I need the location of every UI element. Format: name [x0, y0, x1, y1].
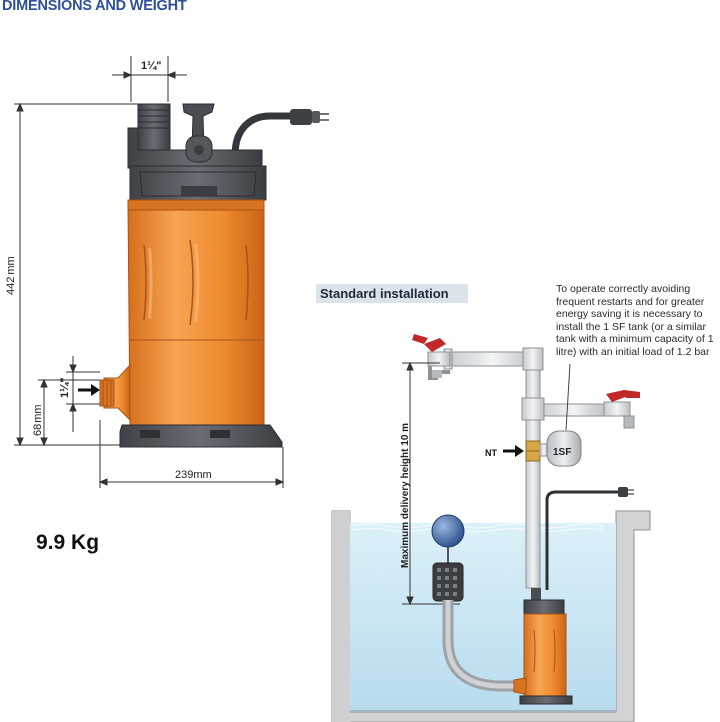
- installation-note: To operate correctly avoiding frequent r…: [556, 283, 714, 358]
- inlet-height-dimension: [38, 356, 100, 447]
- socket-plug-icon: [618, 487, 634, 497]
- tank-label: 1SF: [553, 447, 571, 458]
- check-valve-nt: [525, 440, 541, 462]
- float-switch: [431, 514, 465, 602]
- installation-diagram: NT 1SF Maximum delivery height 10 m: [331, 334, 651, 722]
- delivery-height-label: Maximum delivery height 10 m: [400, 423, 411, 568]
- outlet-dimension: [112, 56, 187, 102]
- valve-label: NT: [485, 448, 497, 458]
- pump-small: [513, 588, 573, 705]
- delivery-height-dimension: [402, 361, 460, 606]
- page-title: DIMENSIONS AND WEIGHT: [2, 0, 187, 14]
- inlet-height-label: 68mm: [32, 404, 44, 436]
- weight-value: 9.9 Kg: [36, 531, 100, 554]
- outlet-size-label: 1¼": [141, 60, 162, 72]
- width-dimension: [98, 420, 285, 488]
- tap-left-icon: [412, 334, 451, 380]
- installation-title: Standard installation: [316, 284, 468, 303]
- expansion-tank: [539, 430, 582, 467]
- width-label: 239mm: [175, 469, 212, 481]
- height-dimension: [14, 102, 138, 447]
- inlet-size-label: 1¼": [59, 377, 71, 398]
- dimension-drawing: 1¼" 442mm 68mm 1¼": [5, 56, 329, 488]
- pump-large: [99, 103, 329, 448]
- inlet-arrow-icon: [78, 384, 100, 396]
- nt-arrow-icon: [503, 445, 524, 457]
- tap-right-icon: [603, 390, 640, 429]
- height-label: 442mm: [5, 256, 17, 295]
- plug-icon: [290, 109, 329, 125]
- tank-callout-line: [565, 363, 571, 431]
